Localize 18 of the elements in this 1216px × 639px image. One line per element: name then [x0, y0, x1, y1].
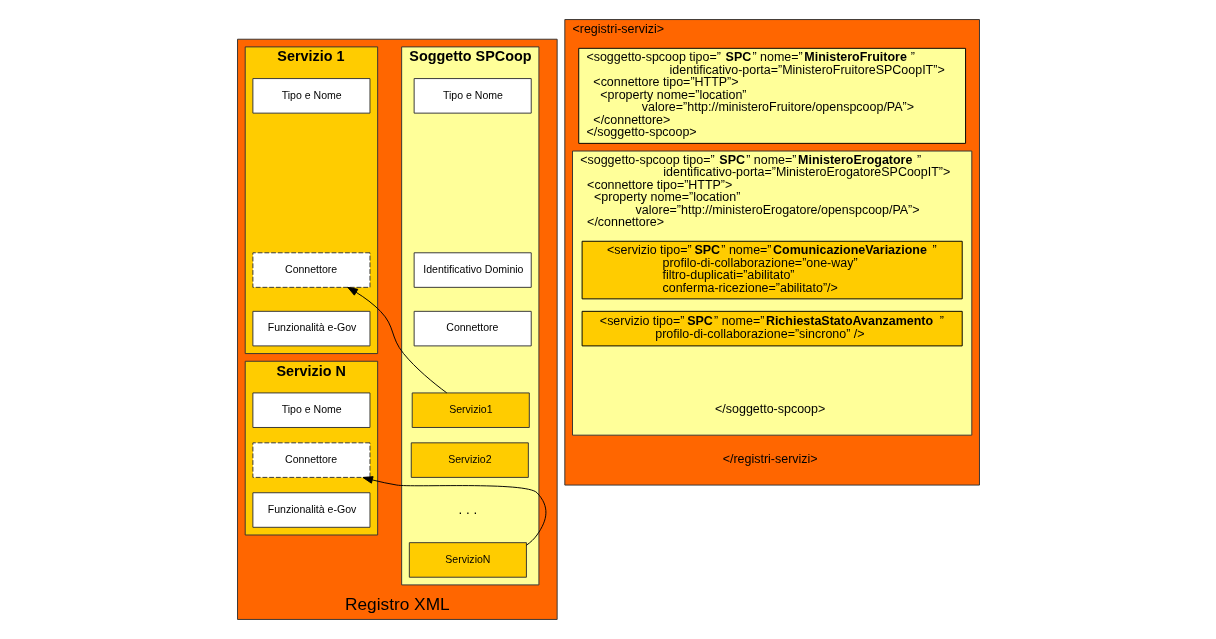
node-box: Tipo e Nome [413, 78, 532, 114]
node-box: Servizio1 [411, 392, 530, 428]
node-box: <servizio tipo=”SPC” nome=”RichiestaStatoAvanzamento” profilo-di-collaborazione=”sincrono” /> [581, 310, 963, 347]
node-box: Identificativo Dominio [413, 252, 532, 288]
node-box: Funzionalità e-Gov [251, 492, 370, 528]
node-box: Connettore [251, 252, 370, 288]
node-box: Funzionalità e-Gov [251, 310, 370, 347]
node-box: Connettore [413, 310, 532, 347]
node-box: <soggetto-spcoop tipo=”SPC” nome=”MinisteroFruitore” identificativo-porta=”MinisteroFruitoreSPCoopIT”> <connettore tipo=”HTTP”> <property nome=”location” valore=”http://ministeroFruitore/openspcoop/PA”> </connettore> </soggetto-spcoop> [577, 47, 966, 144]
node-box: <servizio tipo=”SPC” nome=”ComunicazioneVariazione” profilo-di-collaborazione=”one-way” filtro-duplicati=”abilitato” conferma-ricezione=”abilitato”/> [581, 240, 963, 300]
label: . . . [458, 501, 477, 517]
arrow [346, 286, 447, 394]
node-box: Connettore [251, 442, 370, 478]
node-box: Tipo e Nome [251, 78, 370, 114]
node-box: ServizioN [408, 542, 527, 578]
node-box: Servizio2 [410, 442, 529, 478]
node-box: Tipo e Nome [251, 392, 370, 428]
arrow [362, 476, 546, 546]
